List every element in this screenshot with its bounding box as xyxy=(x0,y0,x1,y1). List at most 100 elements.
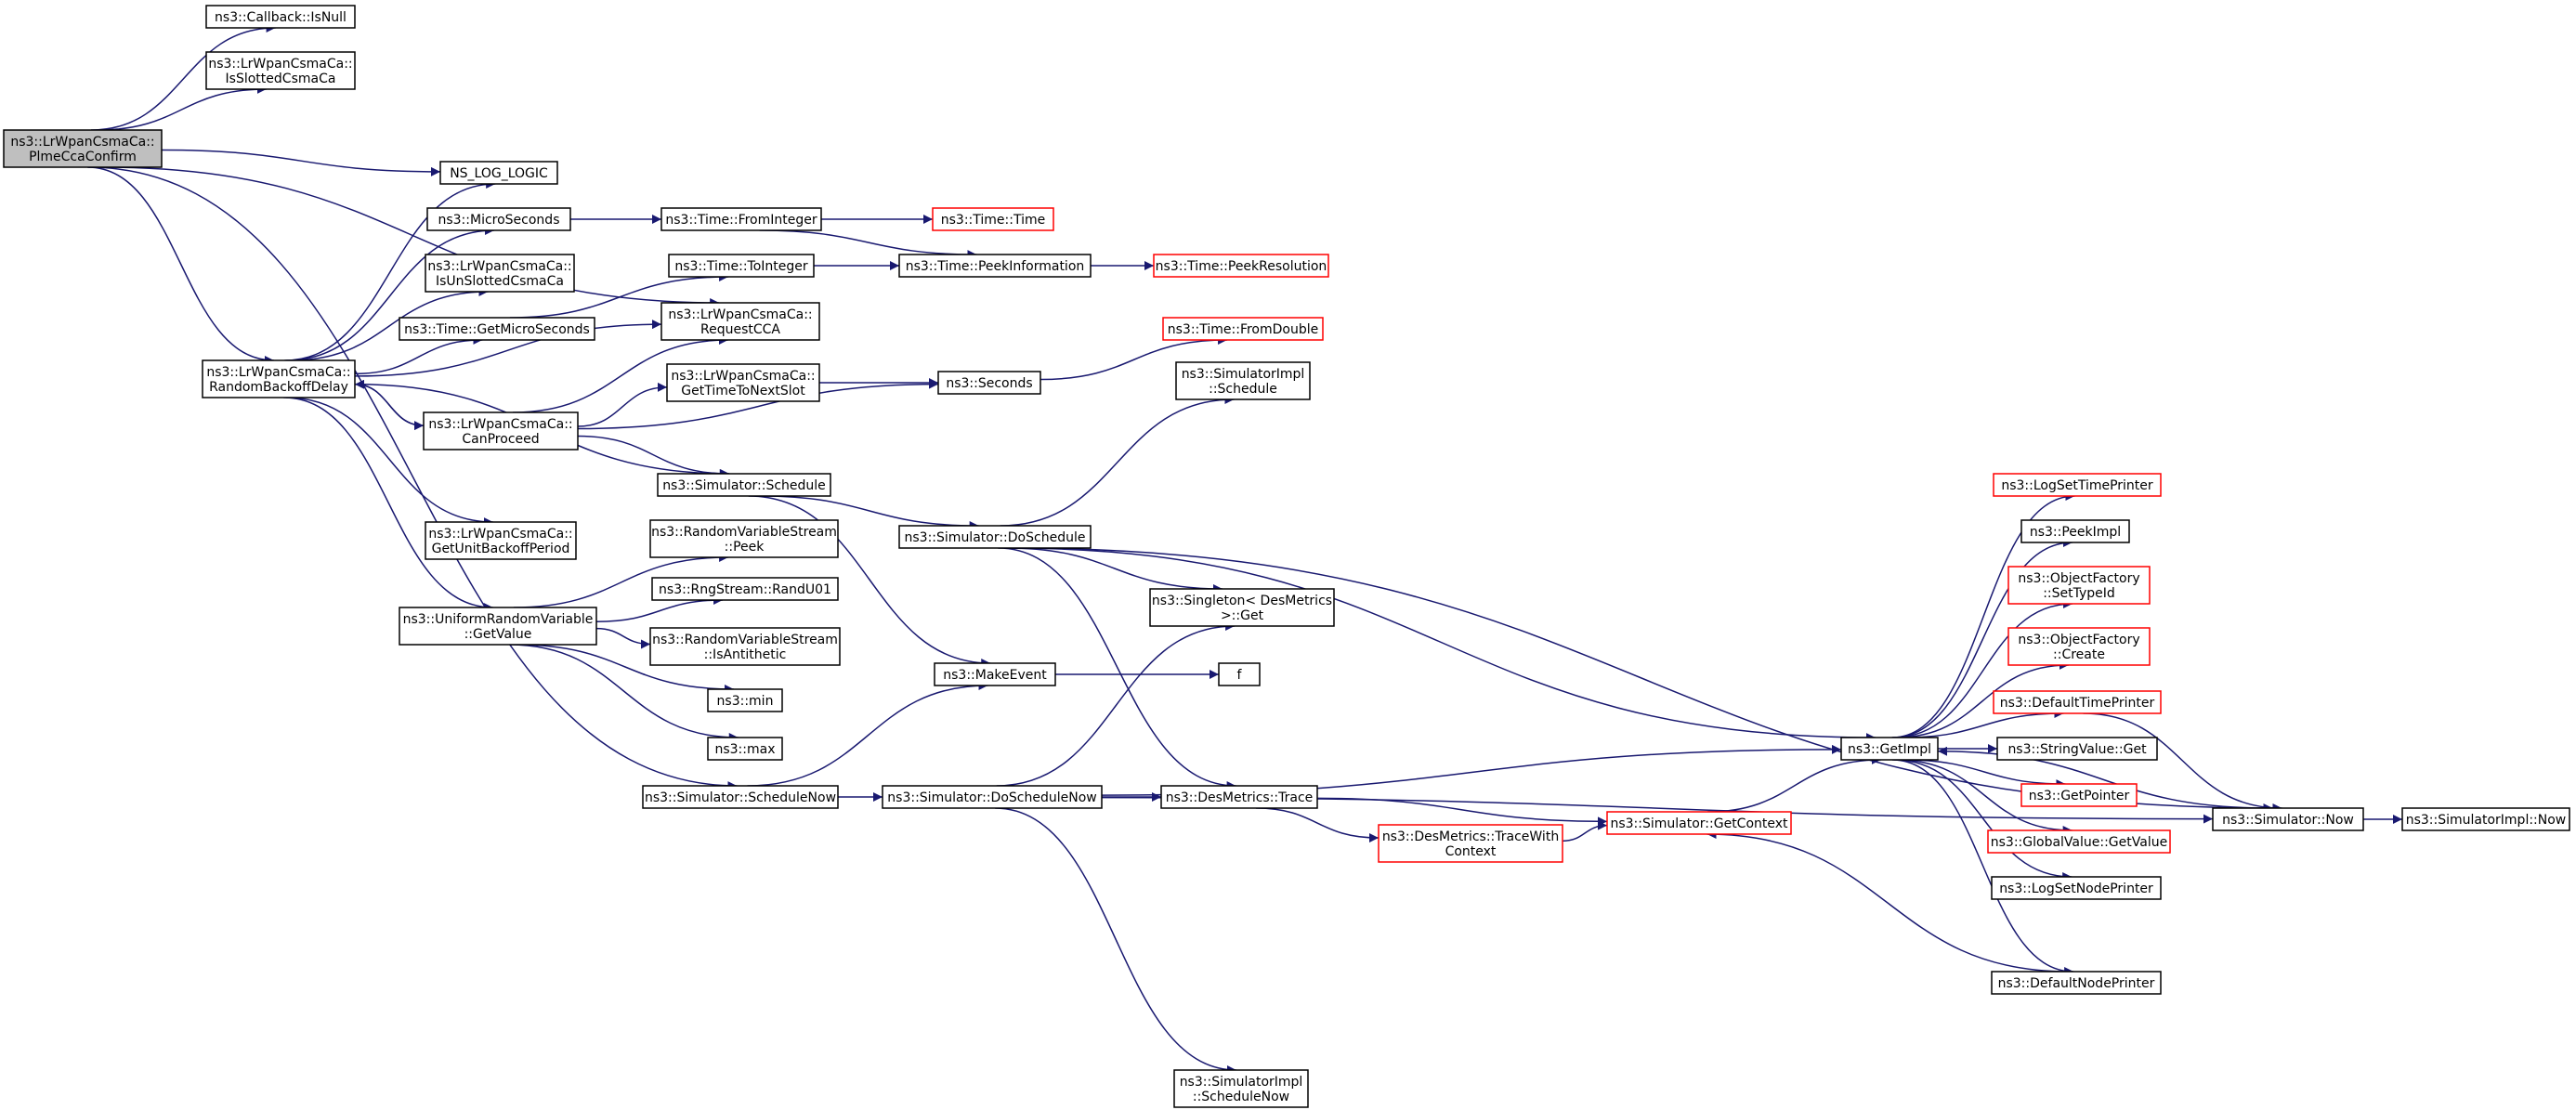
node-box xyxy=(898,254,1092,278)
node-defnode[interactable]: ns3::DefaultNodePrinter xyxy=(1991,971,2162,995)
node-getcontext[interactable]: ns3::Simulator::GetContext xyxy=(1606,811,1792,835)
node-fromint[interactable]: ns3::Time::FromInteger xyxy=(660,207,822,231)
node-toint[interactable]: ns3::Time::ToInteger xyxy=(668,254,815,278)
node-label: ::Schedule xyxy=(1209,382,1277,397)
node-randu01[interactable]: ns3::RngStream::RandU01 xyxy=(651,577,839,601)
node-implschednow[interactable]: ns3::SimulatorImpl::ScheduleNow xyxy=(1173,1069,1309,1108)
node-label: ns3::DesMetrics::TraceWith xyxy=(1382,829,1559,844)
edge-desmtrace-to-getcontext xyxy=(1316,797,1608,827)
node-makeevent[interactable]: ns3::MakeEvent xyxy=(934,662,1056,686)
node-label: ::Create xyxy=(2053,647,2105,662)
node-isnull[interactable]: ns3::Callback::IsNull xyxy=(205,5,356,29)
node-max[interactable]: ns3::max xyxy=(707,737,783,761)
edge-dosched-to-implsched xyxy=(1000,395,1235,527)
edge-canproceed-to-simsched xyxy=(577,435,729,478)
node-box xyxy=(425,521,577,560)
node-simnow[interactable]: ns3::Simulator::Now xyxy=(2212,807,2364,831)
node-nslog[interactable]: NS_LOG_LOGIC xyxy=(439,161,558,185)
node-simsched[interactable]: ns3::Simulator::Schedule xyxy=(657,473,831,497)
node-getmicro[interactable]: ns3::Time::GetMicroSeconds xyxy=(399,317,595,341)
edge-dosched-to-desmtrace xyxy=(998,547,1236,790)
node-reqcca[interactable]: ns3::LrWpanCsmaCa::RequestCCA xyxy=(660,302,820,341)
node-fromdouble[interactable]: ns3::Time::FromDouble xyxy=(1162,317,1324,341)
node-micro[interactable]: ns3::MicroSeconds xyxy=(426,207,571,231)
node-gvget[interactable]: ns3::GlobalValue::GetValue xyxy=(1987,829,2171,854)
node-label: ns3::Simulator::Now xyxy=(2222,813,2354,828)
node-timetime[interactable]: ns3::Time::Time xyxy=(932,207,1054,231)
node-ofcreate[interactable]: ns3::ObjectFactory::Create xyxy=(2007,627,2151,666)
node-seconds[interactable]: ns3::Seconds xyxy=(937,371,1041,395)
node-box xyxy=(707,688,783,712)
node-isanti[interactable]: ns3::RandomVariableStream::IsAntithetic xyxy=(649,627,841,666)
edge-getimpl-to-deftime xyxy=(1903,709,2064,738)
node-peekres[interactable]: ns3::Time::PeekResolution xyxy=(1153,254,1329,278)
node-desmtrace[interactable]: ns3::DesMetrics::Trace xyxy=(1160,785,1318,809)
node-label: ns3::LrWpanCsmaCa:: xyxy=(427,259,571,274)
node-schednow[interactable]: ns3::Simulator::ScheduleNow xyxy=(642,785,839,809)
node-f[interactable]: f xyxy=(1218,662,1261,686)
edge-urv-to-max xyxy=(509,644,739,742)
edge-getimpl-to-ofsettype xyxy=(1893,599,2073,738)
node-label: RequestCCA xyxy=(700,322,780,337)
node-deftime[interactable]: ns3::DefaultTimePrinter xyxy=(1993,690,2162,714)
edge-getimpl-to-ofcreate xyxy=(1895,660,2069,738)
node-urv[interactable]: ns3::UniformRandomVariable::GetValue xyxy=(399,607,597,646)
edge-doschednow-to-singleton xyxy=(996,621,1236,787)
node-canproceed[interactable]: ns3::LrWpanCsmaCa::CanProceed xyxy=(423,411,579,451)
node-peekinfo[interactable]: ns3::Time::PeekInformation xyxy=(898,254,1092,278)
node-label: ns3::Simulator::DoSchedule xyxy=(905,530,1086,545)
node-box xyxy=(898,525,1092,549)
node-box xyxy=(1153,254,1329,278)
node-box xyxy=(202,359,356,398)
edge-urv-to-min xyxy=(516,644,735,694)
node-min[interactable]: ns3::min xyxy=(707,688,783,712)
edge-plme-to-rbd xyxy=(87,166,274,365)
node-label: ns3::Time::FromInteger xyxy=(665,213,817,228)
node-implsched[interactable]: ns3::SimulatorImpl::Schedule xyxy=(1175,361,1311,400)
node-box xyxy=(934,662,1056,686)
node-gettnext[interactable]: ns3::LrWpanCsmaCa::GetTimeToNextSlot xyxy=(666,363,820,402)
node-logsettime[interactable]: ns3::LogSetTimePrinter xyxy=(1993,473,2162,497)
edge-canproceed-to-seconds xyxy=(577,379,939,430)
node-singleton[interactable]: ns3::Singleton< DesMetrics >::Get xyxy=(1149,588,1335,627)
node-box xyxy=(1149,588,1335,627)
edge-doschednow-to-implschednow xyxy=(995,807,1236,1075)
edge-canproceed-to-gettnext xyxy=(577,382,668,427)
node-ofsettype[interactable]: ns3::ObjectFactory::SetTypeId xyxy=(2007,566,2151,605)
node-label: ::ScheduleNow xyxy=(1193,1090,1289,1104)
node-strget[interactable]: ns3::StringValue::Get xyxy=(1996,737,2158,761)
node-implnow[interactable]: ns3::SimulatorImpl::Now xyxy=(2401,807,2570,831)
node-label: ns3::RandomVariableStream xyxy=(652,633,838,647)
node-box xyxy=(1996,737,2158,761)
node-isunslotted[interactable]: ns3::LrWpanCsmaCa::IsUnSlottedCsmaCa xyxy=(425,254,575,293)
node-label: ns3::StringValue::Get xyxy=(2007,742,2147,757)
edge-getimpl-to-gvget xyxy=(1896,759,2073,835)
node-peekimpl[interactable]: ns3::PeekImpl xyxy=(2020,519,2130,543)
node-label: ns3::LrWpanCsmaCa:: xyxy=(671,369,815,384)
node-getimpl[interactable]: ns3::GetImpl xyxy=(1840,737,1939,761)
node-label: ns3::Time::PeekInformation xyxy=(906,259,1085,274)
node-label: ns3::LrWpanCsmaCa:: xyxy=(668,307,812,322)
node-isslotted[interactable]: ns3::LrWpanCsmaCa::IsSlottedCsmaCa xyxy=(205,51,356,90)
edge-rbd-to-nslog xyxy=(284,179,496,361)
edge-dosched-to-singleton xyxy=(1006,547,1223,594)
node-box xyxy=(660,302,820,341)
node-rbd[interactable]: ns3::LrWpanCsmaCa::RandomBackoffDelay xyxy=(202,359,356,398)
node-plme[interactable]: ns3::LrWpanCsmaCa::PlmeCcaConfirm xyxy=(3,129,163,168)
node-label: ns3::DefaultNodePrinter xyxy=(1998,976,2155,991)
node-label: ns3::LogSetNodePrinter xyxy=(1999,881,2153,896)
edge-deftime-to-simnow xyxy=(2083,712,2282,813)
node-rvspeek[interactable]: ns3::RandomVariableStream::Peek xyxy=(649,519,839,558)
node-label: ns3::GetImpl xyxy=(1848,742,1931,757)
node-logsetnode[interactable]: ns3::LogSetNodePrinter xyxy=(1991,876,2162,900)
node-getunit[interactable]: ns3::LrWpanCsmaCa::GetUnitBackoffPeriod xyxy=(425,521,577,560)
node-box xyxy=(2212,807,2364,831)
node-label: ns3::Seconds xyxy=(946,376,1032,391)
node-doschednow[interactable]: ns3::Simulator::DoScheduleNow xyxy=(882,785,1103,809)
node-label: ns3::Simulator::DoScheduleNow xyxy=(887,790,1096,805)
node-dosched[interactable]: ns3::Simulator::DoSchedule xyxy=(898,525,1092,549)
node-box xyxy=(1218,662,1261,686)
node-getptr[interactable]: ns3::GetPointer xyxy=(2020,783,2138,807)
edge-getmicro-to-toint xyxy=(509,272,729,319)
